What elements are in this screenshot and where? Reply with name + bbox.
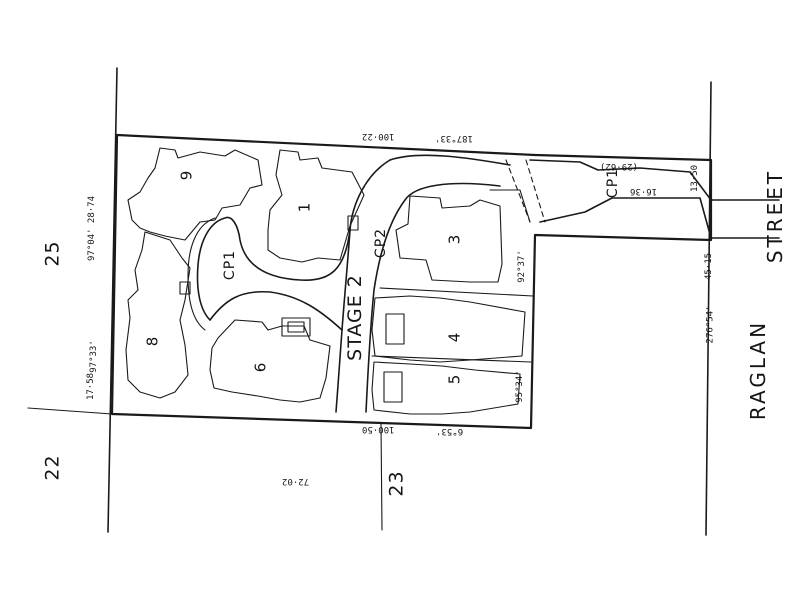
lot-5-garage	[383, 371, 403, 403]
zone-label-cp2: CP2	[373, 227, 390, 259]
lot-label-8: 8	[143, 336, 162, 347]
lot-6-garage	[281, 317, 311, 337]
measure-bottom-bearing: 6°53'	[436, 426, 464, 436]
measure-bottom-length: 100·50	[362, 424, 395, 434]
street-name-street: STREET	[763, 168, 788, 264]
adjoining-lot-23: 23	[385, 470, 408, 497]
measure-right-bearing: 276°54'	[705, 305, 716, 344]
measure-lot3-bearing: 92°37'	[516, 250, 527, 283]
measure-lower-boundary: 72·02	[282, 476, 310, 486]
lot-9-building	[127, 147, 263, 241]
lot-label-5: 5	[445, 374, 464, 385]
driveway-inner-edge	[389, 154, 511, 166]
easement-dashed-2	[525, 159, 546, 223]
measure-right-length: 45·15	[704, 252, 715, 281]
driveway-outer-edge	[335, 159, 391, 413]
lot-6-building	[209, 319, 331, 403]
easement-dashed-1	[505, 159, 531, 223]
zone-label-cp1-left: CP1	[222, 249, 239, 281]
lot-label-6: 6	[251, 362, 270, 373]
stage-2-label: STAGE 2	[343, 274, 366, 361]
driveway-spur	[489, 189, 531, 223]
lot-label-9: 9	[177, 170, 196, 181]
measure-left-lower-length: 17·58	[86, 372, 97, 401]
lot-4-5-boundary	[371, 355, 532, 363]
lot-3-building	[395, 195, 503, 283]
adjoining-lot-22: 22	[41, 454, 64, 481]
lot-label-1: 1	[295, 202, 314, 213]
measure-easement-end: 13·50	[690, 164, 701, 193]
lot-8-annex	[179, 281, 191, 295]
measure-top-bearing: 187°33'	[435, 133, 473, 143]
measure-left-lower-bearing: 97°33'	[88, 340, 99, 373]
measure-easement-angle: (29·62)	[600, 161, 638, 171]
measure-lot5-bearing: 95°34'	[514, 370, 525, 403]
measure-top-length: 100·22	[362, 131, 395, 141]
easement-upper-line	[529, 159, 712, 201]
lot-1-building	[267, 149, 365, 263]
measure-easement-length: 16·36	[630, 186, 658, 196]
lot-6-garage-inner	[287, 321, 305, 333]
cul-de-sac-upper	[196, 216, 351, 331]
lot23-divider-line	[380, 423, 383, 531]
adjoining-lot-25: 25	[41, 240, 64, 267]
bottom-left-extension	[27, 407, 113, 415]
lot-4-building	[371, 295, 526, 363]
cul-de-sac-lower	[187, 217, 216, 331]
lot-8-building	[125, 231, 191, 399]
lot-5-building	[371, 361, 521, 415]
lot-label-4: 4	[445, 332, 464, 343]
measure-left-upper: 97°04' 28·74	[87, 195, 98, 262]
street-name-raglan: RAGLAN	[746, 319, 771, 421]
lot-1-garage	[347, 215, 359, 231]
zone-label-cp1-right: CP1	[605, 167, 622, 199]
lot-4-garage	[385, 313, 405, 345]
right-extension-line	[705, 81, 712, 536]
site-boundary	[110, 133, 713, 430]
driveway-right-edge	[365, 182, 501, 413]
easement-lower-line	[539, 197, 712, 239]
lot-label-3: 3	[445, 234, 464, 245]
lot-3-boundary	[379, 287, 534, 297]
left-extension-line	[107, 67, 118, 533]
